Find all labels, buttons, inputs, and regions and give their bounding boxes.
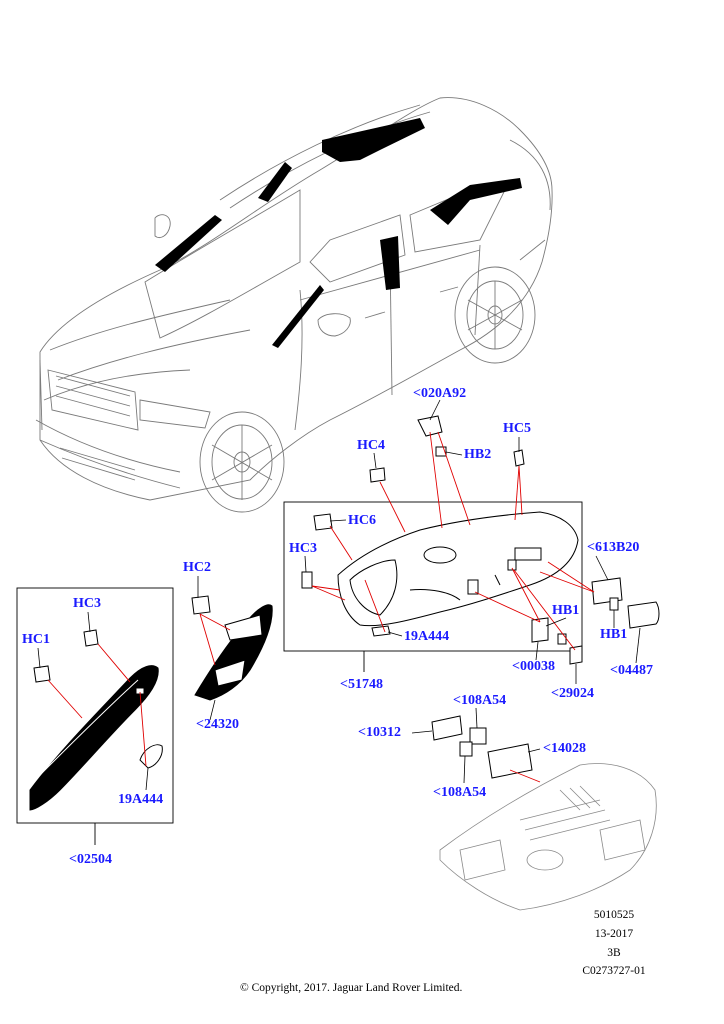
assembly-box-51748 — [283, 501, 583, 672]
label-613B20[interactable]: <613B20 — [587, 540, 640, 555]
cargo-floor-sketch — [439, 763, 657, 911]
callout-lines — [37, 399, 641, 791]
b-pillar-trim — [194, 604, 273, 701]
diagram-revision: 3B — [607, 947, 621, 959]
label-hc4[interactable]: HC4 — [357, 438, 385, 453]
leader-lines — [47, 431, 595, 783]
label-02504[interactable]: <02504 — [69, 852, 112, 867]
vehicle-trim-highlights — [155, 118, 522, 348]
diagram-code: 5010525 — [593, 909, 635, 921]
label-19A444-main[interactable]: 19A444 — [404, 629, 450, 644]
label-108A54-top[interactable]: <108A54 — [453, 693, 507, 708]
label-hc6[interactable]: HC6 — [348, 513, 376, 528]
label-hc2[interactable]: HC2 — [183, 560, 211, 575]
clip-parts — [33, 415, 660, 779]
label-24320[interactable]: <24320 — [196, 717, 239, 732]
label-hc5[interactable]: HC5 — [503, 421, 531, 436]
label-020A92[interactable]: <020A92 — [413, 386, 467, 401]
diagram-date: 13-2017 — [594, 928, 634, 940]
label-hb1-a[interactable]: HB1 — [552, 603, 580, 618]
label-14028[interactable]: <14028 — [543, 741, 586, 756]
label-10312[interactable]: <10312 — [358, 725, 401, 740]
label-hc3-main[interactable]: HC3 — [289, 541, 317, 556]
assembly-box-02504 — [16, 587, 174, 845]
label-hb1-b[interactable]: HB1 — [600, 627, 628, 642]
label-19A444-left[interactable]: 19A444 — [118, 792, 164, 807]
c-pillar-panel — [337, 511, 579, 627]
a-pillar-trim — [29, 665, 159, 811]
label-04487[interactable]: <04487 — [610, 663, 653, 678]
label-29024[interactable]: <29024 — [551, 686, 594, 701]
label-hb2[interactable]: HB2 — [464, 447, 492, 462]
label-hc1[interactable]: HC1 — [22, 632, 50, 647]
diagram-reference: C0273727-01 — [582, 965, 646, 977]
label-51748[interactable]: <51748 — [340, 677, 383, 692]
label-108A54-bottom[interactable]: <108A54 — [433, 785, 487, 800]
label-00038[interactable]: <00038 — [512, 659, 555, 674]
copyright-notice: © Copyright, 2017. Jaguar Land Rover Lim… — [240, 982, 463, 994]
label-hc3-left[interactable]: HC3 — [73, 596, 101, 611]
